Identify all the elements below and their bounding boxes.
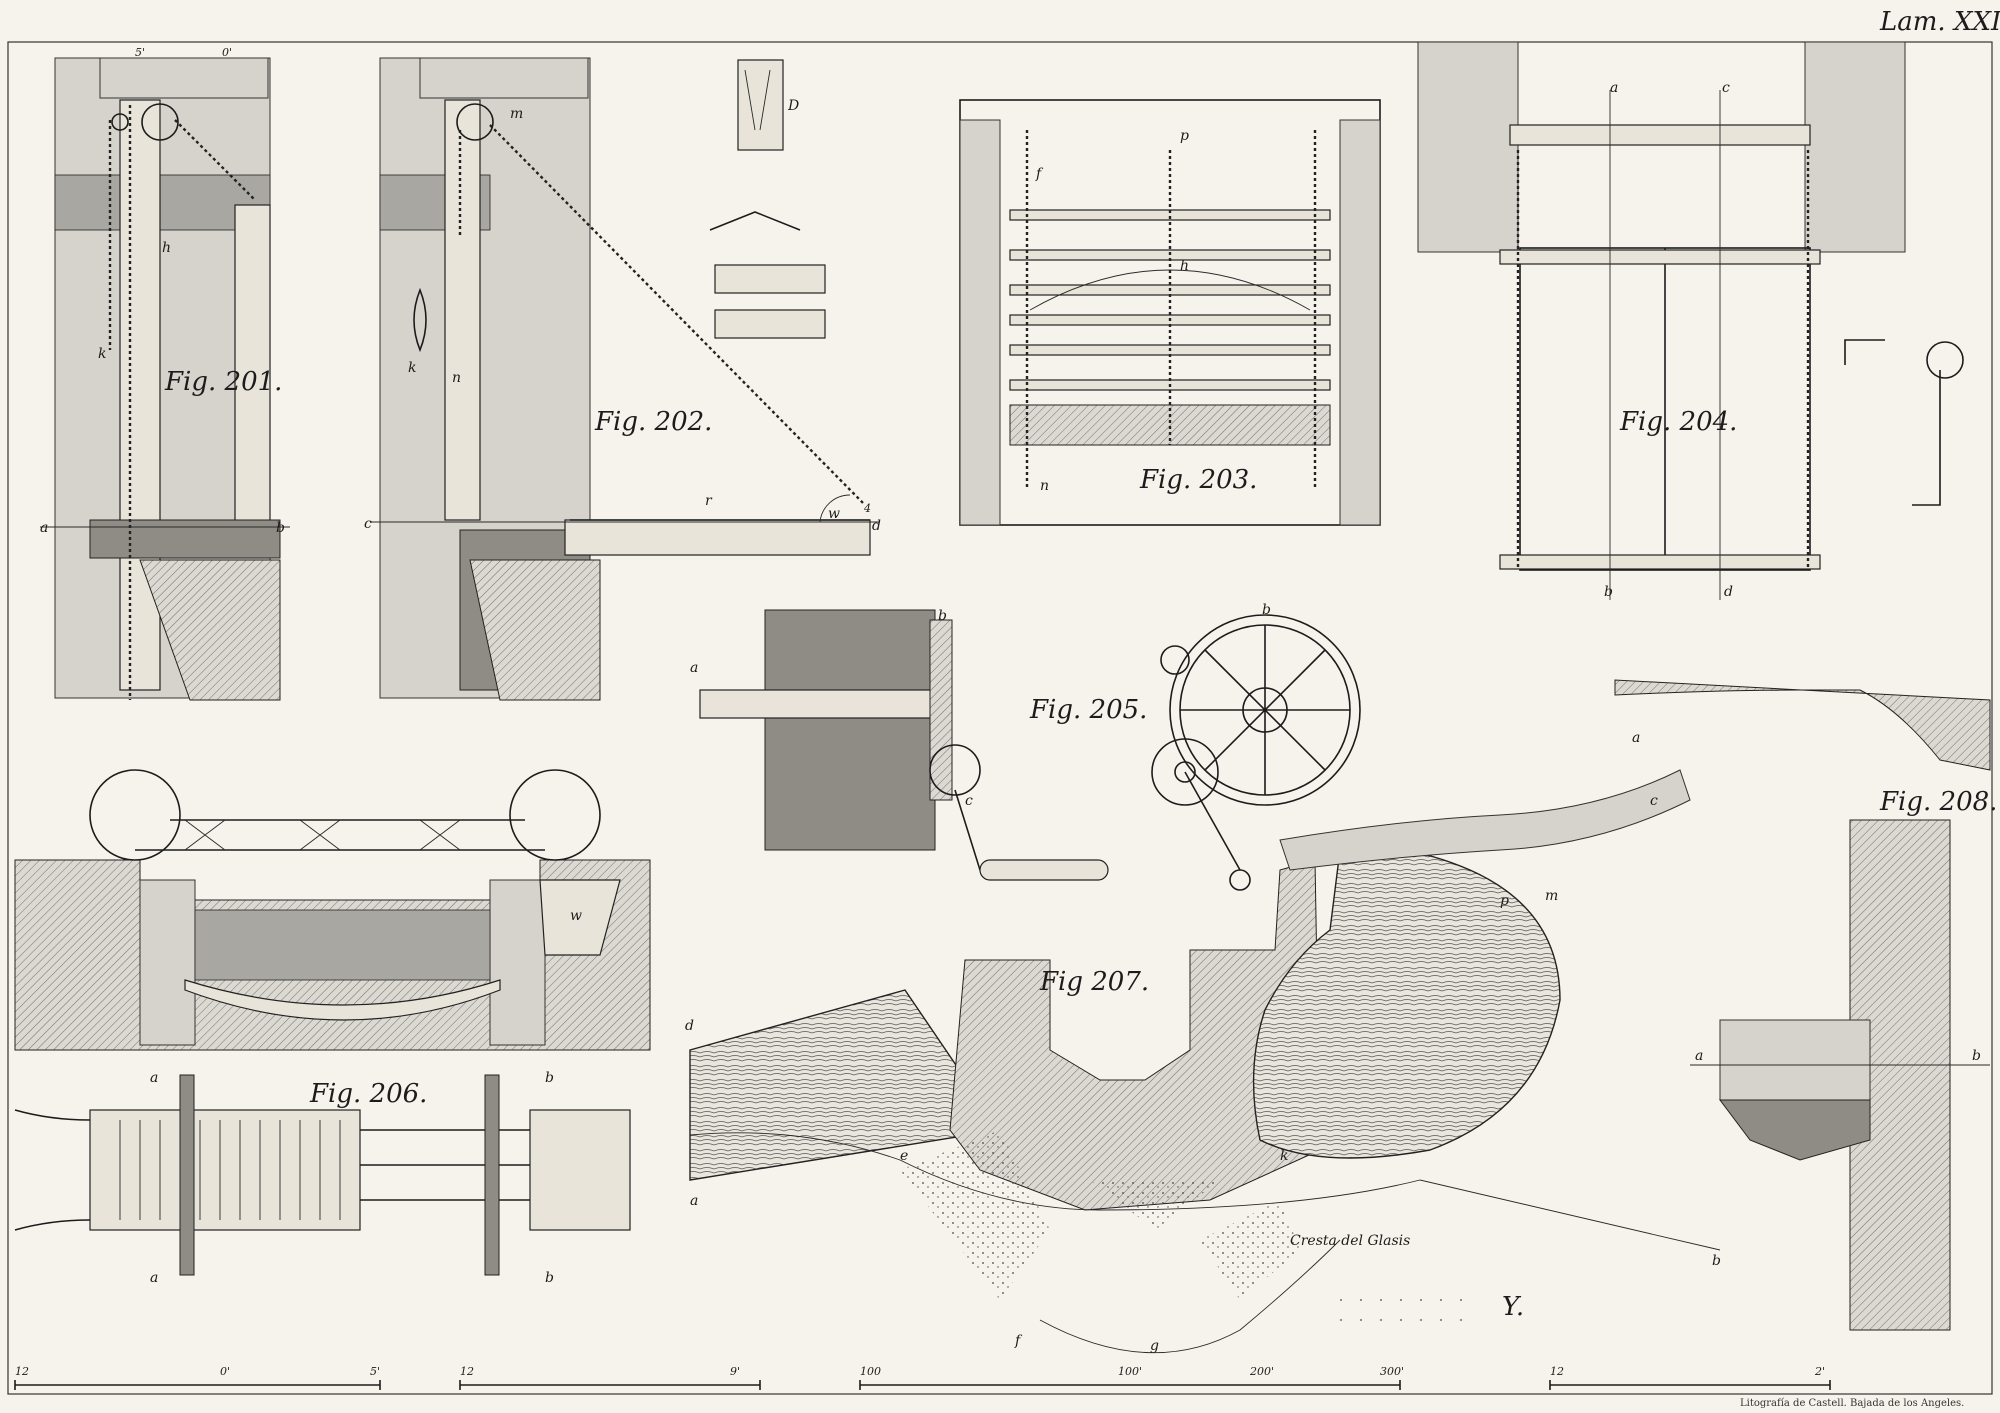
- fig204-label-a: a: [1610, 80, 1618, 96]
- fig203-label-p: p: [1180, 128, 1189, 144]
- fig202-label-d: d: [872, 518, 881, 534]
- scale-bar-2: [459, 1380, 761, 1390]
- scale-bar-1: [14, 1380, 381, 1390]
- fig201-dim-0: 0': [222, 46, 232, 59]
- fig201-label-h: h: [162, 240, 171, 256]
- fig205-drawing: [699, 609, 1361, 891]
- fig206-caption: Fig. 206.: [309, 1079, 427, 1109]
- scale-4-tick-1: 2': [1814, 1365, 1825, 1378]
- fig204-drawing: [1417, 41, 1964, 600]
- fig201-label-k: k: [98, 346, 106, 362]
- plate-title: Lam. XXII: [1879, 7, 2000, 37]
- fig202-label-n: n: [452, 370, 461, 386]
- fig207-glacis-label: Cresta del Glasis: [1290, 1233, 1410, 1249]
- fig207-caption: Fig 207.: [1039, 967, 1149, 997]
- fig208-label-a: a: [1695, 1048, 1703, 1064]
- fig207-label-p: p: [1500, 893, 1509, 909]
- scale-3-tick-3: 300': [1380, 1365, 1404, 1378]
- plate-credit: Litografía de Castell. Bajada de los Ang…: [1740, 1398, 1964, 1409]
- scale-4-tick-0: 12: [1550, 1365, 1564, 1378]
- fig206-label-w: w: [570, 908, 582, 924]
- fig201-dim-5: 5': [135, 46, 145, 59]
- fig206-label-a-top: a: [150, 1070, 158, 1086]
- terrain-profile: [1614, 679, 1991, 771]
- fig204-label-b: b: [1604, 584, 1613, 600]
- fig204-label-d: d: [1724, 584, 1733, 600]
- fig205-gear-label-b: b: [1262, 602, 1271, 618]
- detail-d-drawing: [709, 59, 826, 339]
- fig206-label-a-bottom: a: [150, 1270, 158, 1286]
- scale-2-tick-0: 12: [460, 1365, 474, 1378]
- fig207-label-e: e: [900, 1148, 908, 1164]
- fig202-label-c: c: [364, 516, 372, 532]
- fig207-label-k: k: [1280, 1148, 1288, 1164]
- fig201-caption: Fig. 201.: [164, 367, 282, 397]
- fig203-label-n: n: [1040, 478, 1049, 494]
- fig207-label-g: g: [1150, 1338, 1159, 1354]
- fig202-caption: Fig. 202.: [594, 407, 712, 437]
- fig207-label-a-upper: a: [1632, 730, 1640, 746]
- fig206-elevation: [14, 769, 651, 1051]
- fig208-caption: Fig. 208.: [1879, 787, 1997, 817]
- fig203-label-h: h: [1180, 258, 1189, 274]
- fig202-label-k: k: [408, 360, 416, 376]
- fig205-caption: Fig. 205.: [1029, 695, 1147, 725]
- fig201-label-a: a: [40, 520, 48, 536]
- fig207-label-f: f: [1014, 1333, 1023, 1349]
- fig202-dim-4: 4: [863, 502, 871, 515]
- fig202-label-m: m: [510, 106, 523, 122]
- fig206-plan: [14, 1074, 631, 1276]
- fig202-drawing: [370, 57, 880, 701]
- scale-2-tick-1: 9': [730, 1365, 740, 1378]
- scale-1-tick-1: 0': [220, 1365, 230, 1378]
- fig207-label-c: c: [1650, 793, 1658, 809]
- fig207-drawing: [689, 769, 1721, 1354]
- fig207-y-marker: Y.: [1502, 1292, 1524, 1322]
- fig208-drawing: [1690, 819, 1990, 1331]
- fig205-label-a: a: [690, 660, 698, 676]
- fig201-label-b: b: [276, 520, 285, 536]
- fig207-label-m: m: [1545, 888, 1558, 904]
- scale-1-tick-2: 5': [370, 1365, 380, 1378]
- fig206-label-b-top: b: [545, 1070, 554, 1086]
- fig204-label-c: c: [1722, 80, 1730, 96]
- fig208-label-b: b: [1972, 1048, 1981, 1064]
- fig202-label-w: w: [828, 506, 840, 522]
- fig203-caption: Fig. 203.: [1139, 465, 1257, 495]
- scale-3-tick-0: 100: [860, 1365, 881, 1378]
- scale-bar-4: [1549, 1380, 1831, 1390]
- fig207-label-b: b: [1712, 1253, 1721, 1269]
- fig205-label-c: c: [965, 793, 973, 809]
- fig203-drawing: [959, 99, 1381, 526]
- fig204-caption: Fig. 204.: [1619, 407, 1737, 437]
- fig207-label-a: a: [690, 1193, 698, 1209]
- scale-1-tick-0: 12: [15, 1365, 29, 1378]
- fig203-label-f: f: [1035, 166, 1044, 182]
- scale-3-tick-2: 200': [1249, 1365, 1274, 1378]
- scale-3-tick-1: 100': [1118, 1365, 1142, 1378]
- detail-d-label: D: [787, 98, 799, 114]
- fig205-label-b: b: [938, 608, 947, 624]
- scale-bar-3: [859, 1380, 1401, 1390]
- fig202-label-r: r: [705, 493, 713, 509]
- fig206-label-b-bottom: b: [545, 1270, 554, 1286]
- fig207-label-d: d: [685, 1018, 694, 1034]
- plate-border: [7, 41, 1993, 1395]
- fig201-drawing: [40, 57, 290, 701]
- fig207-y-dot-line: [1340, 1299, 1462, 1321]
